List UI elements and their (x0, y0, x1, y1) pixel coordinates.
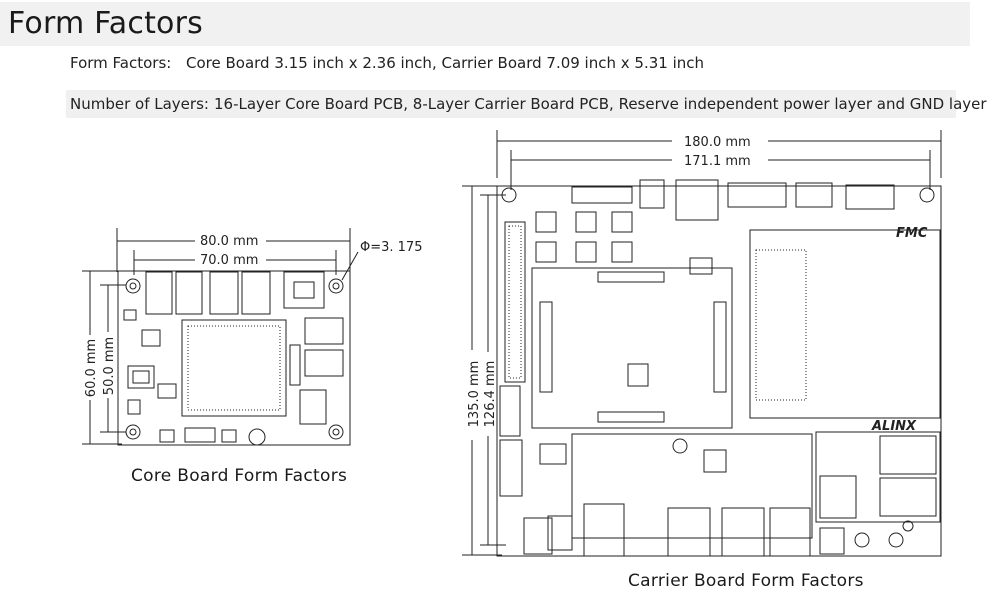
core-width-inner: 70.0 mm (200, 253, 258, 268)
title-bar: Form Factors (0, 2, 970, 46)
form-factors-row: Form Factors: Core Board 3.15 inch x 2.36… (70, 54, 704, 72)
carrier-board-caption: Carrier Board Form Factors (628, 571, 864, 591)
form-factors-value: Core Board 3.15 inch x 2.36 inch, Carrie… (186, 54, 704, 72)
alinx-logo: ALINX (871, 419, 917, 434)
carrier-board-drawing (462, 130, 942, 557)
carrier-height-inner: 126.4 mm (483, 361, 498, 428)
core-hole-size: Φ=3. 175 (360, 240, 422, 255)
core-height-outer: 60.0 mm (84, 339, 99, 397)
layers-row: Number of Layers: 16-Layer Core Board PCB… (66, 90, 987, 118)
carrier-width-inner: 171.1 mm (684, 154, 751, 169)
core-board-drawing (82, 228, 359, 446)
form-factors-label: Form Factors: (70, 54, 172, 72)
fmc-label: FMC (896, 226, 928, 241)
layers-label: Number of Layers: (70, 95, 209, 113)
core-height-inner: 50.0 mm (102, 337, 117, 395)
core-board-caption: Core Board Form Factors (131, 466, 348, 486)
layers-value: 16-Layer Core Board PCB, 8-Layer Carrier… (214, 95, 987, 113)
page-title: Form Factors (8, 6, 203, 41)
carrier-height-outer: 135.0 mm (467, 361, 482, 428)
core-width-outer: 80.0 mm (200, 234, 258, 249)
carrier-width-outer: 180.0 mm (684, 135, 751, 150)
